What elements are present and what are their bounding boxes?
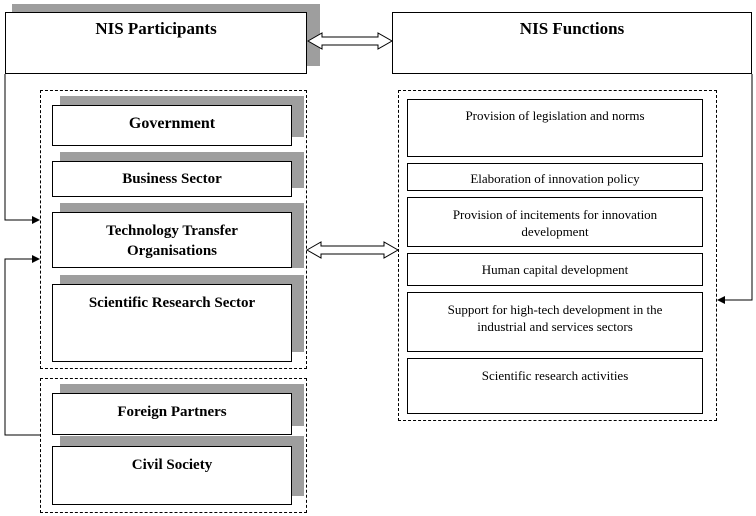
function-incitements-label: Provision of incitements for innovation … [453, 206, 657, 240]
civil-society-label: Civil Society [131, 457, 213, 473]
function-policy-label: Elaboration of innovation policy [470, 171, 640, 186]
groups-double-arrow [305, 241, 400, 259]
header-double-arrow [306, 32, 394, 50]
participants-header-connector [4, 74, 40, 224]
function-incitements-line1: Provision of incitements for innovation [452, 207, 658, 222]
foreign-partners-label: Foreign Partners [117, 404, 227, 420]
function-hightech-label: Support for high-tech development in the… [448, 301, 663, 335]
business-label: Business Sector [122, 171, 222, 187]
function-legislation-label: Provision of legislation and norms [465, 108, 645, 123]
function-research-activities-box: Scientific research activities [407, 358, 703, 414]
function-hightech-line2: industrial and services sectors [477, 319, 633, 334]
function-policy-box: Elaboration of innovation policy [407, 163, 703, 191]
civil-society-box: Civil Society [52, 446, 292, 505]
technology-transfer-label: Technology Transfer Organisations [106, 221, 238, 261]
function-human-capital-label: Human capital development [481, 262, 629, 277]
scientific-research-label: Scientific Research Sector [88, 295, 256, 311]
participants-core-group [40, 90, 307, 369]
business-box: Business Sector [52, 161, 292, 197]
function-legislation-box: Provision of legislation and norms [407, 99, 703, 157]
scientific-research-box: Scientific Research Sector [52, 284, 292, 362]
functions-header: NIS Functions [392, 12, 752, 74]
functions-header-connector [717, 74, 753, 304]
technology-transfer-line2: Organisations [126, 243, 217, 259]
participants-title: NIS Participants [95, 19, 217, 38]
function-incitements-line2: development [521, 224, 589, 239]
functions-group [398, 90, 717, 421]
participants-external-group [40, 378, 307, 513]
function-incitements-box: Provision of incitements for innovation … [407, 197, 703, 247]
technology-transfer-box: Technology Transfer Organisations [52, 212, 292, 268]
participants-header: NIS Participants [5, 12, 307, 74]
functions-title: NIS Functions [519, 19, 625, 38]
function-hightech-box: Support for high-tech development in the… [407, 292, 703, 352]
government-label: Government [128, 115, 216, 132]
function-hightech-line1: Support for high-tech development in the [447, 302, 663, 317]
external-group-connector [4, 255, 40, 436]
technology-transfer-line1: Technology Transfer [106, 223, 238, 239]
foreign-partners-box: Foreign Partners [52, 393, 292, 435]
function-research-activities-label: Scientific research activities [481, 368, 629, 383]
government-box: Government [52, 105, 292, 146]
function-human-capital-box: Human capital development [407, 253, 703, 286]
